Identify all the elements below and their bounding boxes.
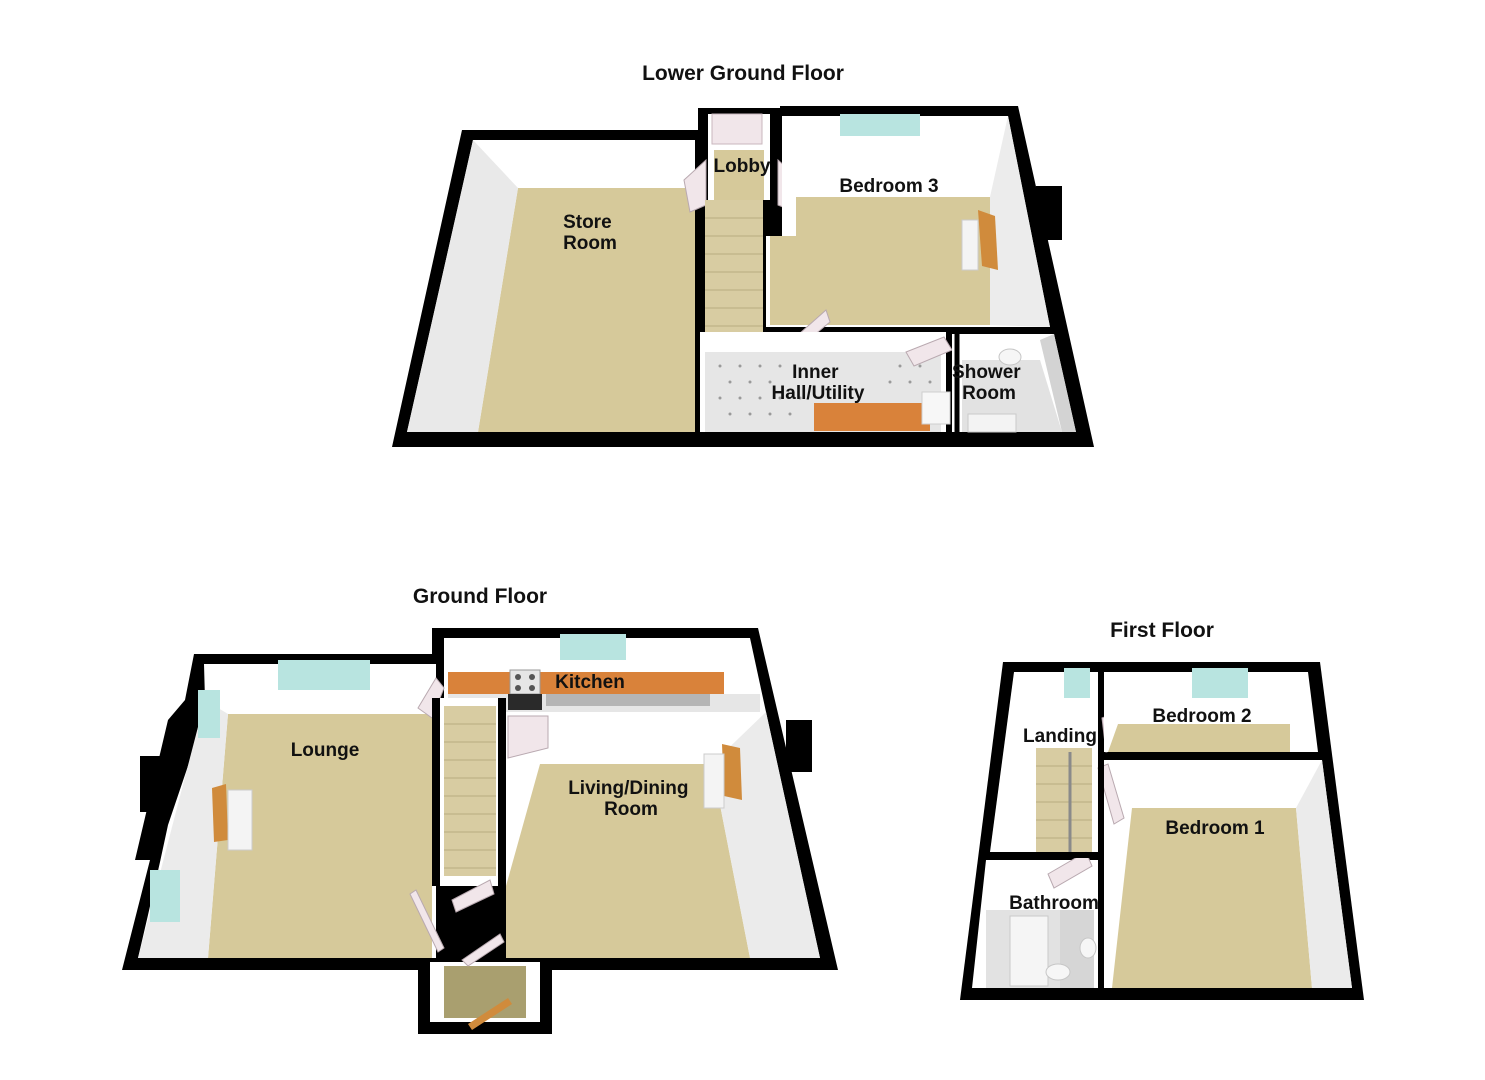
shower-room-toilet (998, 348, 1022, 366)
kitchen-window (560, 634, 626, 660)
inner-hall-tile-dots (718, 364, 932, 416)
store-room-wall-shade (407, 140, 518, 432)
bedroom-1-floor (1112, 808, 1312, 988)
lounge-hearth (227, 789, 253, 851)
living-dining-fireplace (722, 744, 742, 800)
landing-label: Landing (1023, 726, 1097, 747)
lower-ground-stairs (705, 200, 763, 352)
utility-sink (921, 391, 951, 425)
bedroom-3-chimney-breast (1036, 186, 1062, 240)
store-room-floor (478, 188, 695, 432)
ground-floor-title: Ground Floor (413, 585, 547, 608)
living-dining-label: Living/Dining Room (568, 778, 694, 820)
bedroom-landing-partition (1098, 756, 1104, 988)
ground-floor: Ground Floor (122, 585, 838, 1034)
utility-worktop (814, 403, 930, 431)
lounge-window-side-upper (198, 690, 220, 738)
landing-floor (1036, 748, 1092, 852)
store-room-label: Store Room (563, 212, 617, 254)
living-dining-floor (506, 764, 750, 958)
lounge-chimney-breast (140, 756, 166, 812)
stair-wall-left (432, 698, 440, 886)
bedroom-3-floor (770, 197, 990, 325)
kitchen-door (417, 677, 445, 719)
lounge-window-side-lower (150, 870, 180, 922)
bedroom-3-label: Bedroom 3 (839, 176, 938, 197)
stair-wall-right (498, 698, 506, 886)
bedroom-3-hearth (961, 219, 979, 271)
bathroom-bath (1009, 915, 1049, 987)
first-floor-title: First Floor (1110, 619, 1214, 642)
porch-inner-door-left (409, 889, 445, 953)
bathroom-door (1047, 851, 1093, 889)
living-dining-door (507, 715, 549, 759)
first-floor: First Floor (960, 619, 1364, 1000)
bedroom-3-window (840, 114, 920, 136)
shower-tray (967, 413, 1017, 433)
lobby-floor (714, 150, 764, 200)
ground-floor-stairs (444, 706, 496, 876)
bedroom-2-floor (1108, 724, 1290, 752)
kitchen-base-units (546, 694, 710, 706)
lobby-front-door (711, 113, 763, 145)
bedroom-2-window (1192, 668, 1248, 698)
lounge-label: Lounge (291, 740, 360, 761)
lounge-floor (208, 714, 432, 958)
bedroom-3-wall-shade (990, 116, 1050, 327)
landing-window (1064, 668, 1090, 698)
bedroom-2-label: Bedroom 2 (1152, 706, 1251, 727)
kitchen-hob-rings (515, 674, 535, 691)
lower-ground-floor: Lower Ground Floor (392, 62, 1094, 447)
lounge-fireplace (212, 784, 228, 842)
bathroom-basin (1045, 963, 1071, 981)
lobby-label: Lobby (714, 156, 771, 177)
front-door (468, 998, 512, 1030)
ground-stair-treads (444, 723, 496, 869)
shower-room-label: Shower Room (952, 362, 1026, 404)
living-dining-hearth (703, 753, 725, 809)
porch-floor (444, 966, 526, 1018)
bedroom-3-fireplace (978, 210, 998, 270)
kitchen-label: Kitchen (555, 672, 625, 693)
under-stair-door (451, 879, 495, 913)
bathroom-toilet (1079, 937, 1097, 959)
bedroom-1-door (1097, 763, 1125, 825)
living-dining-chimney-breast (786, 720, 812, 772)
bedroom-1-wall-shade (1296, 760, 1352, 988)
kitchen-hob (509, 669, 541, 695)
bathroom-label: Bathroom (1009, 893, 1099, 914)
lower-ground-floor-title: Lower Ground Floor (642, 62, 844, 85)
kitchen-oven (508, 694, 542, 710)
lounge-window-top (278, 660, 370, 690)
shower-room-tile-wall (1040, 334, 1076, 432)
porch-inner-door-right (461, 933, 505, 967)
bathroom-landing-partition (986, 852, 1098, 858)
landing-stair-treads (1036, 765, 1092, 839)
bedroom-1-label: Bedroom 1 (1165, 818, 1265, 839)
inner-hall-label: Inner Hall/Utility (772, 362, 865, 404)
